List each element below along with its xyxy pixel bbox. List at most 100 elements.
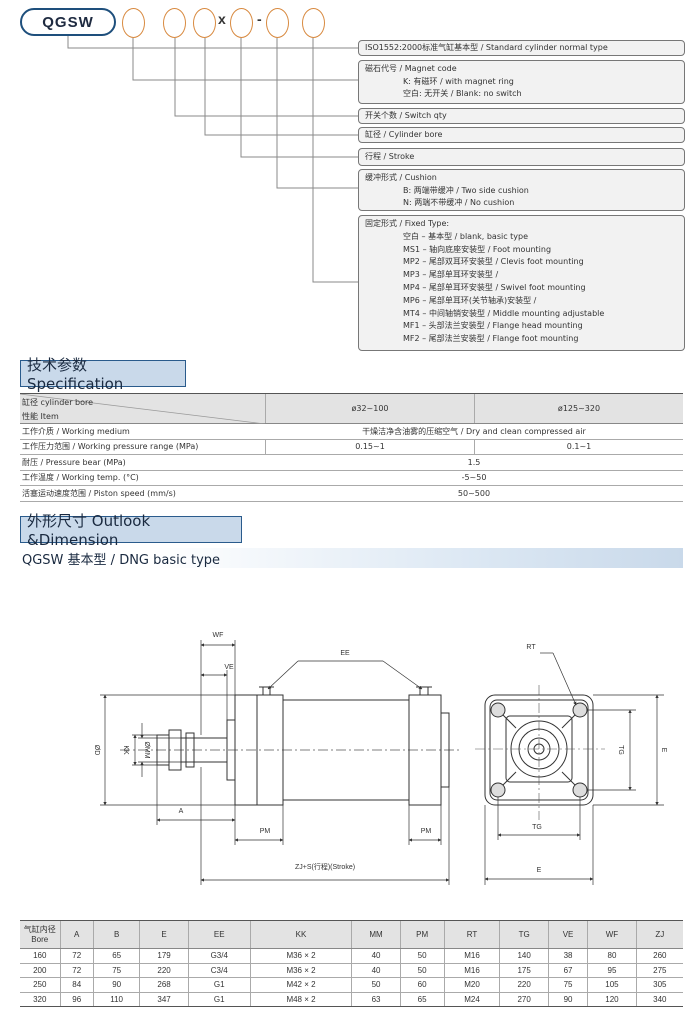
code-slot-stroke [230, 8, 253, 38]
option-text: 缸径 / Cylinder bore [365, 130, 443, 139]
header-col: B [92, 920, 140, 949]
table-cell: M48 × 2 [249, 992, 352, 1007]
label-tg-vertical: TG [617, 745, 624, 755]
header-col: KK [249, 920, 352, 949]
header-col: A [59, 920, 94, 949]
table-cell: 305 [635, 977, 683, 993]
table-cell: 50 [351, 977, 401, 993]
table-cell: 60 [399, 977, 445, 993]
table-cell: 270 [499, 992, 549, 1007]
spec-header-item-label: 性能 Item [22, 412, 59, 421]
spec-header-label-cell: 缸径 cylinder bore 性能 Item [20, 394, 265, 424]
table-cell: 80 [587, 948, 637, 964]
dimension-subtitle: QGSW 基本型 / DNG basic type [20, 548, 683, 568]
spec-table-top-rule [20, 393, 683, 394]
spec-header-diagonal [20, 394, 265, 424]
spec-row-value: -5~50 [461, 473, 487, 483]
spec-table: 缸径 cylinder bore 性能 Item ø32~100 ø125~32… [20, 393, 683, 502]
connector-bore [204, 38, 358, 136]
spec-section-title: 技术参数 Specification [20, 356, 186, 393]
table-cell: 72 [59, 963, 94, 978]
label-pm-right: PM [421, 828, 432, 835]
table-cell: G1 [187, 977, 251, 993]
option-box-bore: 缸径 / Cylinder bore [358, 127, 685, 143]
table-cell: 268 [139, 977, 189, 993]
code-slot-bore [193, 8, 216, 38]
option-text: 固定形式 / Fixed Type: [365, 219, 450, 228]
option-box-type: ISO1552:2000标准气缸基本型 / Standard cylinder … [358, 40, 685, 56]
label-od: ØD [93, 745, 100, 756]
table-cell: M20 [443, 977, 500, 993]
spec-header-bore-label: 缸径 cylinder bore [22, 398, 94, 407]
header-col: MM [351, 920, 401, 949]
table-cell: 340 [635, 992, 683, 1007]
bolt-hole-tl [490, 702, 506, 718]
code-separator-x: x [218, 11, 226, 27]
table-cell: G1 [187, 992, 251, 1007]
table-cell: 65 [92, 948, 140, 964]
option-text: MF2 – 尾部法兰安装型 / Flange foot mounting [403, 334, 579, 344]
table-cell: 120 [587, 992, 637, 1007]
label-a: A [179, 808, 184, 815]
header-col: E [139, 920, 189, 949]
table-cell: 96 [59, 992, 94, 1007]
header-bore-en: Bore [31, 934, 49, 944]
order-code-section: QGSW x - ISO1552:2000标准气缸基本型 / Standard … [0, 0, 699, 355]
table-cell: 65 [399, 992, 445, 1007]
rod-collar [185, 732, 195, 768]
table-cell: 110 [92, 992, 140, 1007]
table-cell: 50 [399, 948, 445, 964]
table-cell: 220 [499, 977, 549, 993]
spec-row-label: 工作温度 / Working temp. (°C) [22, 473, 139, 483]
table-cell: 90 [92, 977, 140, 993]
label-ve: VE [224, 664, 234, 671]
spec-header-row: 缸径 cylinder bore 性能 Item ø32~100 ø125~32… [20, 394, 683, 424]
header-bore-cn: 气缸内径 [23, 924, 56, 934]
table-cell: 140 [499, 948, 549, 964]
option-box-fixed-type: 固定形式 / Fixed Type: 空白 – 基本型 / blank, bas… [358, 215, 685, 351]
bolt-hole-br [572, 782, 588, 798]
header-col: VE [547, 920, 588, 949]
dimension-section-title: 外形尺寸 Outlook &Dimension [20, 512, 242, 549]
code-slot-fixed-type [302, 8, 325, 38]
bore-cell: 250 [20, 977, 60, 993]
label-pm-left: PM [260, 828, 271, 835]
spec-header-col-1: ø32~100 [265, 394, 474, 423]
table-cell: 179 [139, 948, 189, 964]
option-text: MP3 – 尾部单耳环安装型 / [403, 270, 499, 280]
spec-row-value: 1.5 [467, 457, 481, 467]
table-cell: M16 [443, 948, 500, 964]
option-text: MP4 – 尾部单耳环安装型 / Swivel foot mounting [403, 282, 586, 292]
option-text: 开关个数 / Switch qty [365, 111, 447, 120]
table-cell: M24 [443, 992, 500, 1007]
order-code-connector-lines [67, 36, 358, 283]
connector-switch [174, 38, 358, 117]
label-e-horizontal: E [537, 867, 542, 874]
table-cell: M42 × 2 [249, 977, 352, 993]
table-cell: 40 [351, 963, 401, 978]
table-cell: 175 [499, 963, 549, 978]
spec-header-col-2: ø125~320 [474, 394, 683, 423]
label-rt: RT [526, 644, 536, 651]
table-cell: 347 [139, 992, 189, 1007]
table-cell: 75 [547, 977, 588, 993]
table-cell: 75 [92, 963, 140, 978]
option-text: 磁石代号 / Magnet code [365, 64, 457, 73]
spec-row-label: 工作介质 / Working medium [22, 426, 130, 436]
table-cell: 50 [399, 963, 445, 978]
spec-row-pressure-bear: 耐压 / Pressure bear (MPa) 1.5 [20, 455, 683, 471]
header-col: ZJ [635, 920, 683, 949]
spec-row-speed: 活塞运动速度范围 / Piston speed (mm/s) 50~500 [20, 486, 683, 502]
header-col: TG [499, 920, 549, 949]
spec-row-label: 活塞运动速度范围 / Piston speed (mm/s) [22, 488, 176, 498]
option-text: 缓冲形式 / Cushion [365, 173, 437, 182]
option-text: N: 两端不带缓冲 / No cushion [403, 198, 515, 207]
code-separator-dash: - [257, 11, 262, 27]
header-col: WF [587, 920, 637, 949]
connector-type [67, 36, 358, 49]
bolt-hole-tr [572, 702, 588, 718]
bolt-hole-bl [490, 782, 506, 798]
table-cell: 220 [139, 963, 189, 978]
